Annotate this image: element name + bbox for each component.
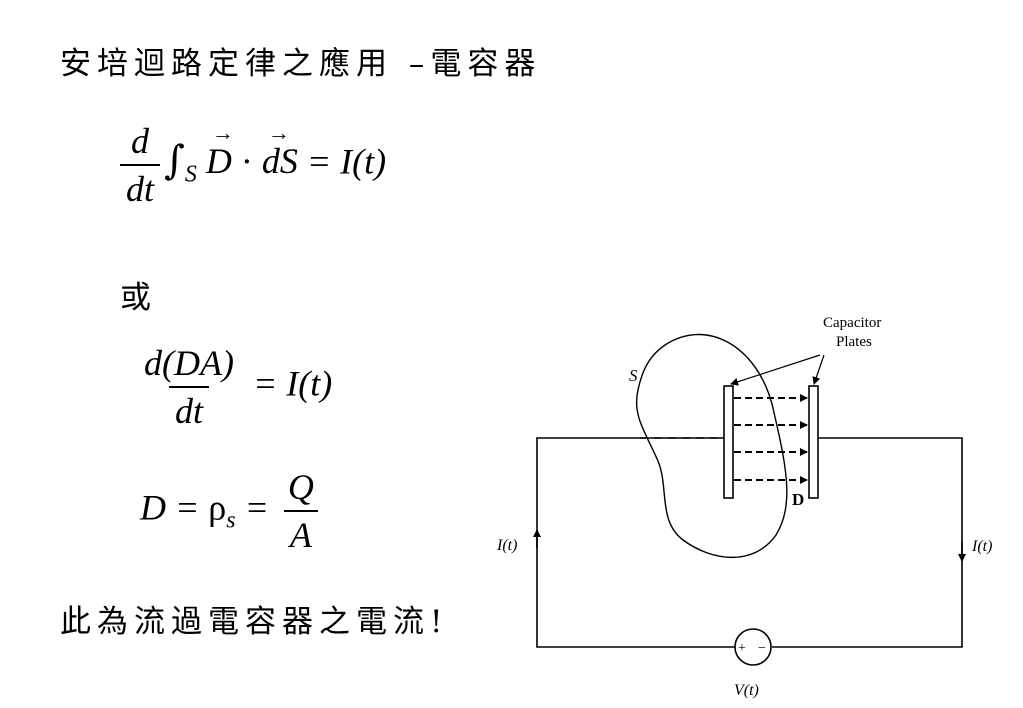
integral-sign: ∫ bbox=[164, 137, 185, 184]
flux-derivative-fraction: d(DA) dt bbox=[138, 342, 240, 432]
vector-dS: dS bbox=[262, 120, 298, 182]
rho-symbol: ρ bbox=[208, 487, 227, 528]
dot-operator: · bbox=[240, 141, 253, 182]
equation1-rhs: = I(t) bbox=[306, 141, 387, 182]
derivative-fraction: d dt bbox=[120, 120, 161, 210]
or-text: 或 bbox=[120, 280, 151, 316]
voltage-source bbox=[734, 628, 772, 666]
flux-denominator: dt bbox=[168, 386, 209, 432]
area-denominator: A bbox=[283, 510, 318, 556]
source-plus-sign: + bbox=[738, 641, 746, 656]
field-label: D bbox=[792, 490, 804, 509]
left-current-label: I(t) bbox=[496, 537, 517, 554]
equation-flux-form: d(DA) dt = I(t) bbox=[134, 342, 332, 432]
equation3-equals: = bbox=[235, 487, 278, 528]
integral-subscript: S bbox=[184, 161, 197, 188]
conclusion-text: 此為流過電容器之電流! bbox=[60, 604, 449, 640]
vector-D: D bbox=[206, 120, 234, 182]
derivative-denominator: dt bbox=[120, 164, 161, 210]
derivative-numerator: d bbox=[131, 121, 149, 161]
displacement-field-arrows bbox=[734, 394, 808, 484]
equation-density: D = ρs = Q A bbox=[140, 466, 324, 556]
charge-area-fraction: Q A bbox=[282, 466, 320, 556]
equation3-lhs: D = bbox=[140, 487, 209, 528]
circuit-wires bbox=[536, 437, 963, 648]
left-capacitor-plate bbox=[723, 385, 734, 499]
rho-subscript: s bbox=[226, 507, 236, 534]
flux-numerator: d(DA) bbox=[144, 343, 234, 383]
right-capacitor-plate bbox=[808, 385, 819, 499]
charge-numerator: Q bbox=[287, 467, 314, 507]
capacitor-label-line2: Plates bbox=[836, 334, 872, 350]
left-wire bbox=[536, 437, 735, 648]
right-current-label: I(t) bbox=[971, 538, 992, 555]
source-minus-sign: − bbox=[758, 641, 766, 656]
source-label: V(t) bbox=[734, 682, 759, 699]
capacitor-label-line1: Capacitor bbox=[823, 315, 881, 331]
equation2-rhs: = I(t) bbox=[252, 363, 333, 404]
surface-boundary bbox=[636, 333, 788, 558]
plate-pointer-left bbox=[730, 354, 821, 386]
surface-label: S bbox=[629, 366, 638, 385]
plate-pointer-right bbox=[812, 354, 825, 385]
slide-title: 安培迴路定律之應用 –電容器 bbox=[60, 46, 542, 82]
right-wire bbox=[772, 437, 963, 648]
equation-integral-form: d dt ∫S D · dS = I(t) bbox=[116, 120, 386, 210]
